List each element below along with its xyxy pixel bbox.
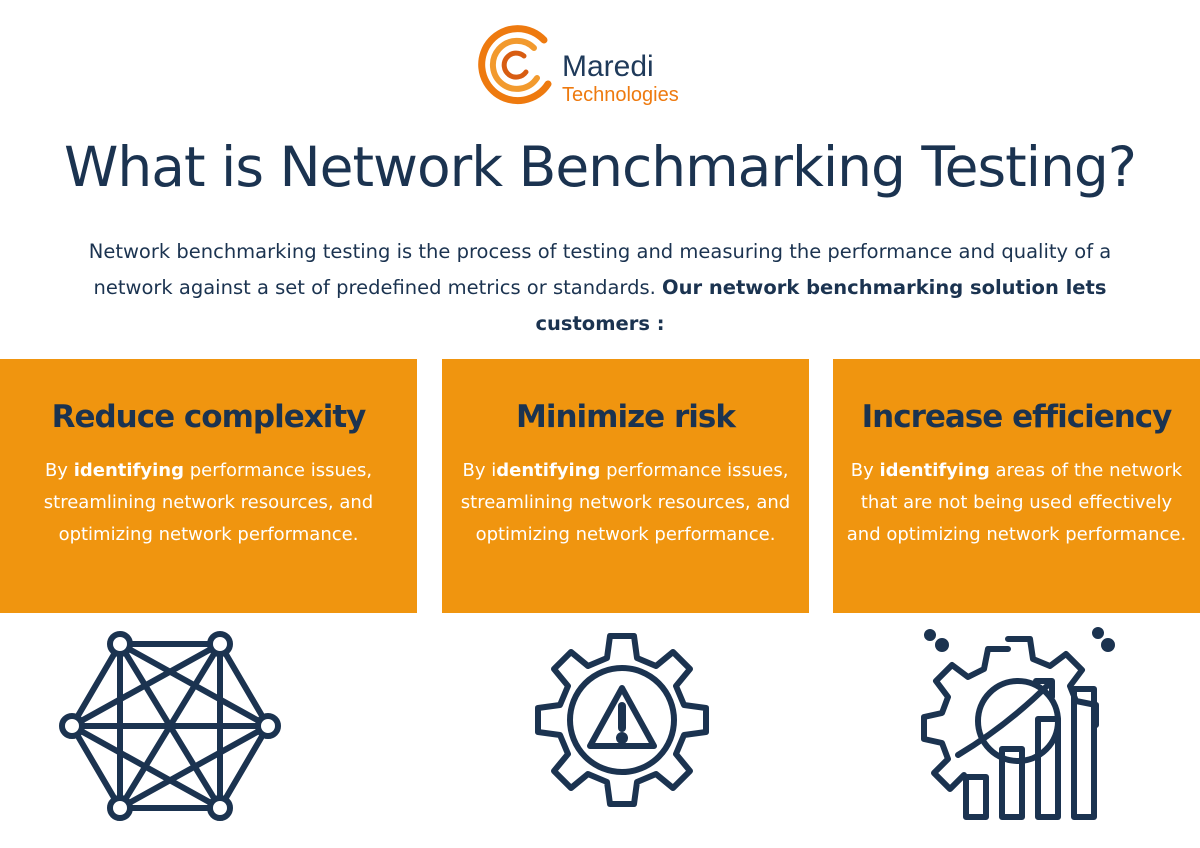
page-title: What is Network Benchmarking Testing? — [64, 135, 1137, 199]
card-body-lead: By — [850, 460, 880, 481]
card-body-lead: By — [44, 460, 74, 481]
intro-text: Network benchmarking testing is the proc… — [88, 240, 1112, 299]
gear-growth-chart-icon — [921, 627, 1115, 820]
brand-logo: Maredi Technologies — [474, 22, 734, 112]
card-body-bold: dentifying — [496, 460, 601, 481]
card-body-bold: identifying — [73, 460, 184, 481]
swirl-logo-icon — [478, 25, 552, 105]
card-title: Increase efficiency — [861, 399, 1173, 435]
intro-paragraph: Network benchmarking testing is the proc… — [60, 234, 1140, 342]
card-reduce-complexity: Reduce complexity By identifying perform… — [0, 359, 417, 613]
intro-bold-text: Our network benchmarking solution lets c… — [535, 276, 1107, 335]
card-body-rest: performance issues, streamlining network… — [43, 460, 374, 545]
card-body-rest: areas of the network that are not being … — [846, 460, 1187, 545]
gear-warning-icon — [535, 633, 709, 807]
card-title: Reduce complexity — [51, 399, 367, 435]
card-increase-efficiency: Increase efficiency By identifying areas… — [833, 359, 1200, 613]
card-title: Minimize risk — [516, 399, 736, 435]
card-body: By identifying areas of the network that… — [844, 455, 1189, 551]
network-mesh-icon — [59, 631, 281, 821]
card-body-bold: identifying — [879, 460, 990, 481]
card-body: By identifying performance issues, strea… — [24, 455, 394, 551]
card-body-lead: By i — [462, 460, 497, 481]
card-body: By identifying performance issues, strea… — [453, 455, 798, 551]
card-body-rest: performance issues, streamlining network… — [460, 460, 791, 545]
card-minimize-risk: Minimize risk By identifying performance… — [442, 359, 809, 613]
brand-name: Maredi — [562, 50, 654, 83]
brand-subtitle: Technologies — [562, 84, 679, 106]
